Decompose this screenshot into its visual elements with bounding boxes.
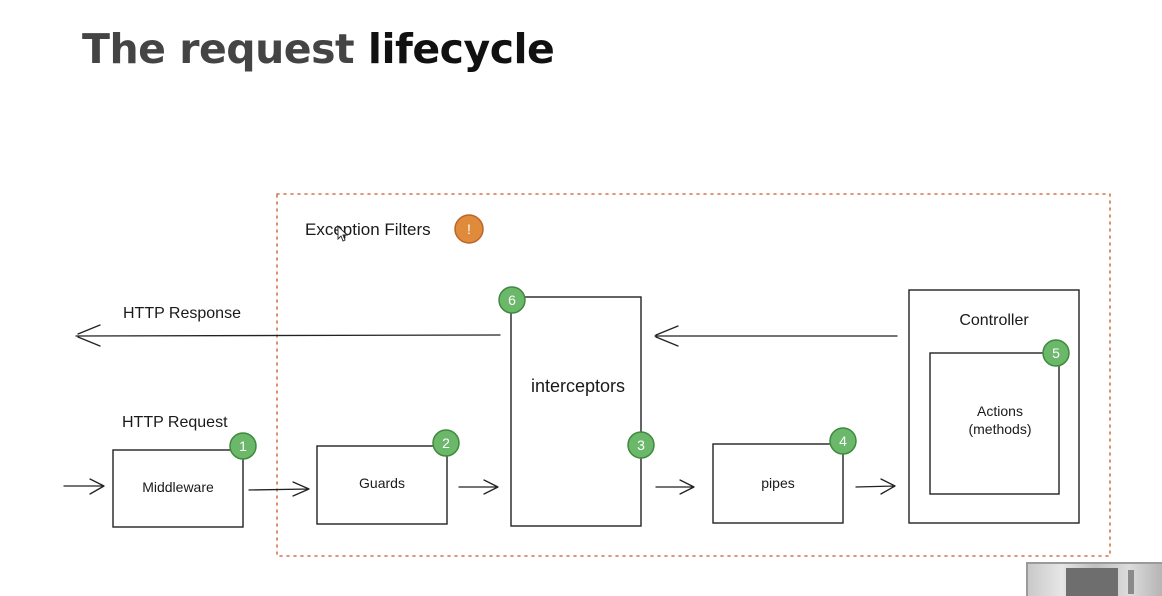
badge-1: 1 <box>229 432 257 460</box>
page-title: The request lifecycle <box>82 25 555 73</box>
exception-badge-icon: ! <box>454 214 484 244</box>
guards-box <box>316 445 448 525</box>
badge-6: 6 <box>498 286 526 314</box>
interceptors-box <box>510 296 642 527</box>
badge-4-text: 4 <box>839 433 847 449</box>
controller-box <box>908 289 1080 524</box>
badge-3: 3 <box>627 431 655 459</box>
badge-5-text: 5 <box>1052 345 1060 361</box>
guards-label: Guards <box>359 475 405 491</box>
badge-4: 4 <box>829 427 857 455</box>
badge-2: 2 <box>432 429 460 457</box>
controller-label: Controller <box>959 312 1029 329</box>
badge-3-text: 3 <box>637 437 645 453</box>
exception-badge-text: ! <box>467 221 471 237</box>
exception-filters-label: Exception Filters <box>305 220 431 239</box>
badge-6-text: 6 <box>508 292 516 308</box>
mouse-cursor-icon <box>337 224 349 242</box>
http-response-arrow <box>75 324 501 347</box>
badge-1-text: 1 <box>239 438 247 454</box>
http-request-label: HTTP Request <box>122 414 228 431</box>
controller-to-interceptors-arrow <box>654 325 898 347</box>
exception-filters-region <box>276 193 1111 557</box>
title-part-1: The request <box>82 25 355 73</box>
middleware-box <box>112 449 244 528</box>
middleware-to-guards-arrow <box>248 481 310 497</box>
title-part-2: lifecycle <box>367 25 555 73</box>
actions-label: Actions <box>977 403 1023 419</box>
actions-sublabel: (methods) <box>968 421 1031 437</box>
webcam-thumbnail <box>1026 562 1162 596</box>
pipes-to-controller-arrow <box>855 478 896 495</box>
pipes-box <box>712 443 844 524</box>
badge-5: 5 <box>1042 339 1070 367</box>
pipes-label: pipes <box>761 475 794 491</box>
incoming-request-arrow <box>63 478 105 495</box>
interceptors-label: interceptors <box>531 376 625 396</box>
interceptors-to-pipes-arrow <box>655 479 695 495</box>
actions-box <box>929 352 1060 495</box>
http-response-label: HTTP Response <box>123 305 241 322</box>
guards-to-interceptors-arrow <box>458 479 499 495</box>
badge-2-text: 2 <box>442 435 450 451</box>
middleware-label: Middleware <box>142 479 214 495</box>
